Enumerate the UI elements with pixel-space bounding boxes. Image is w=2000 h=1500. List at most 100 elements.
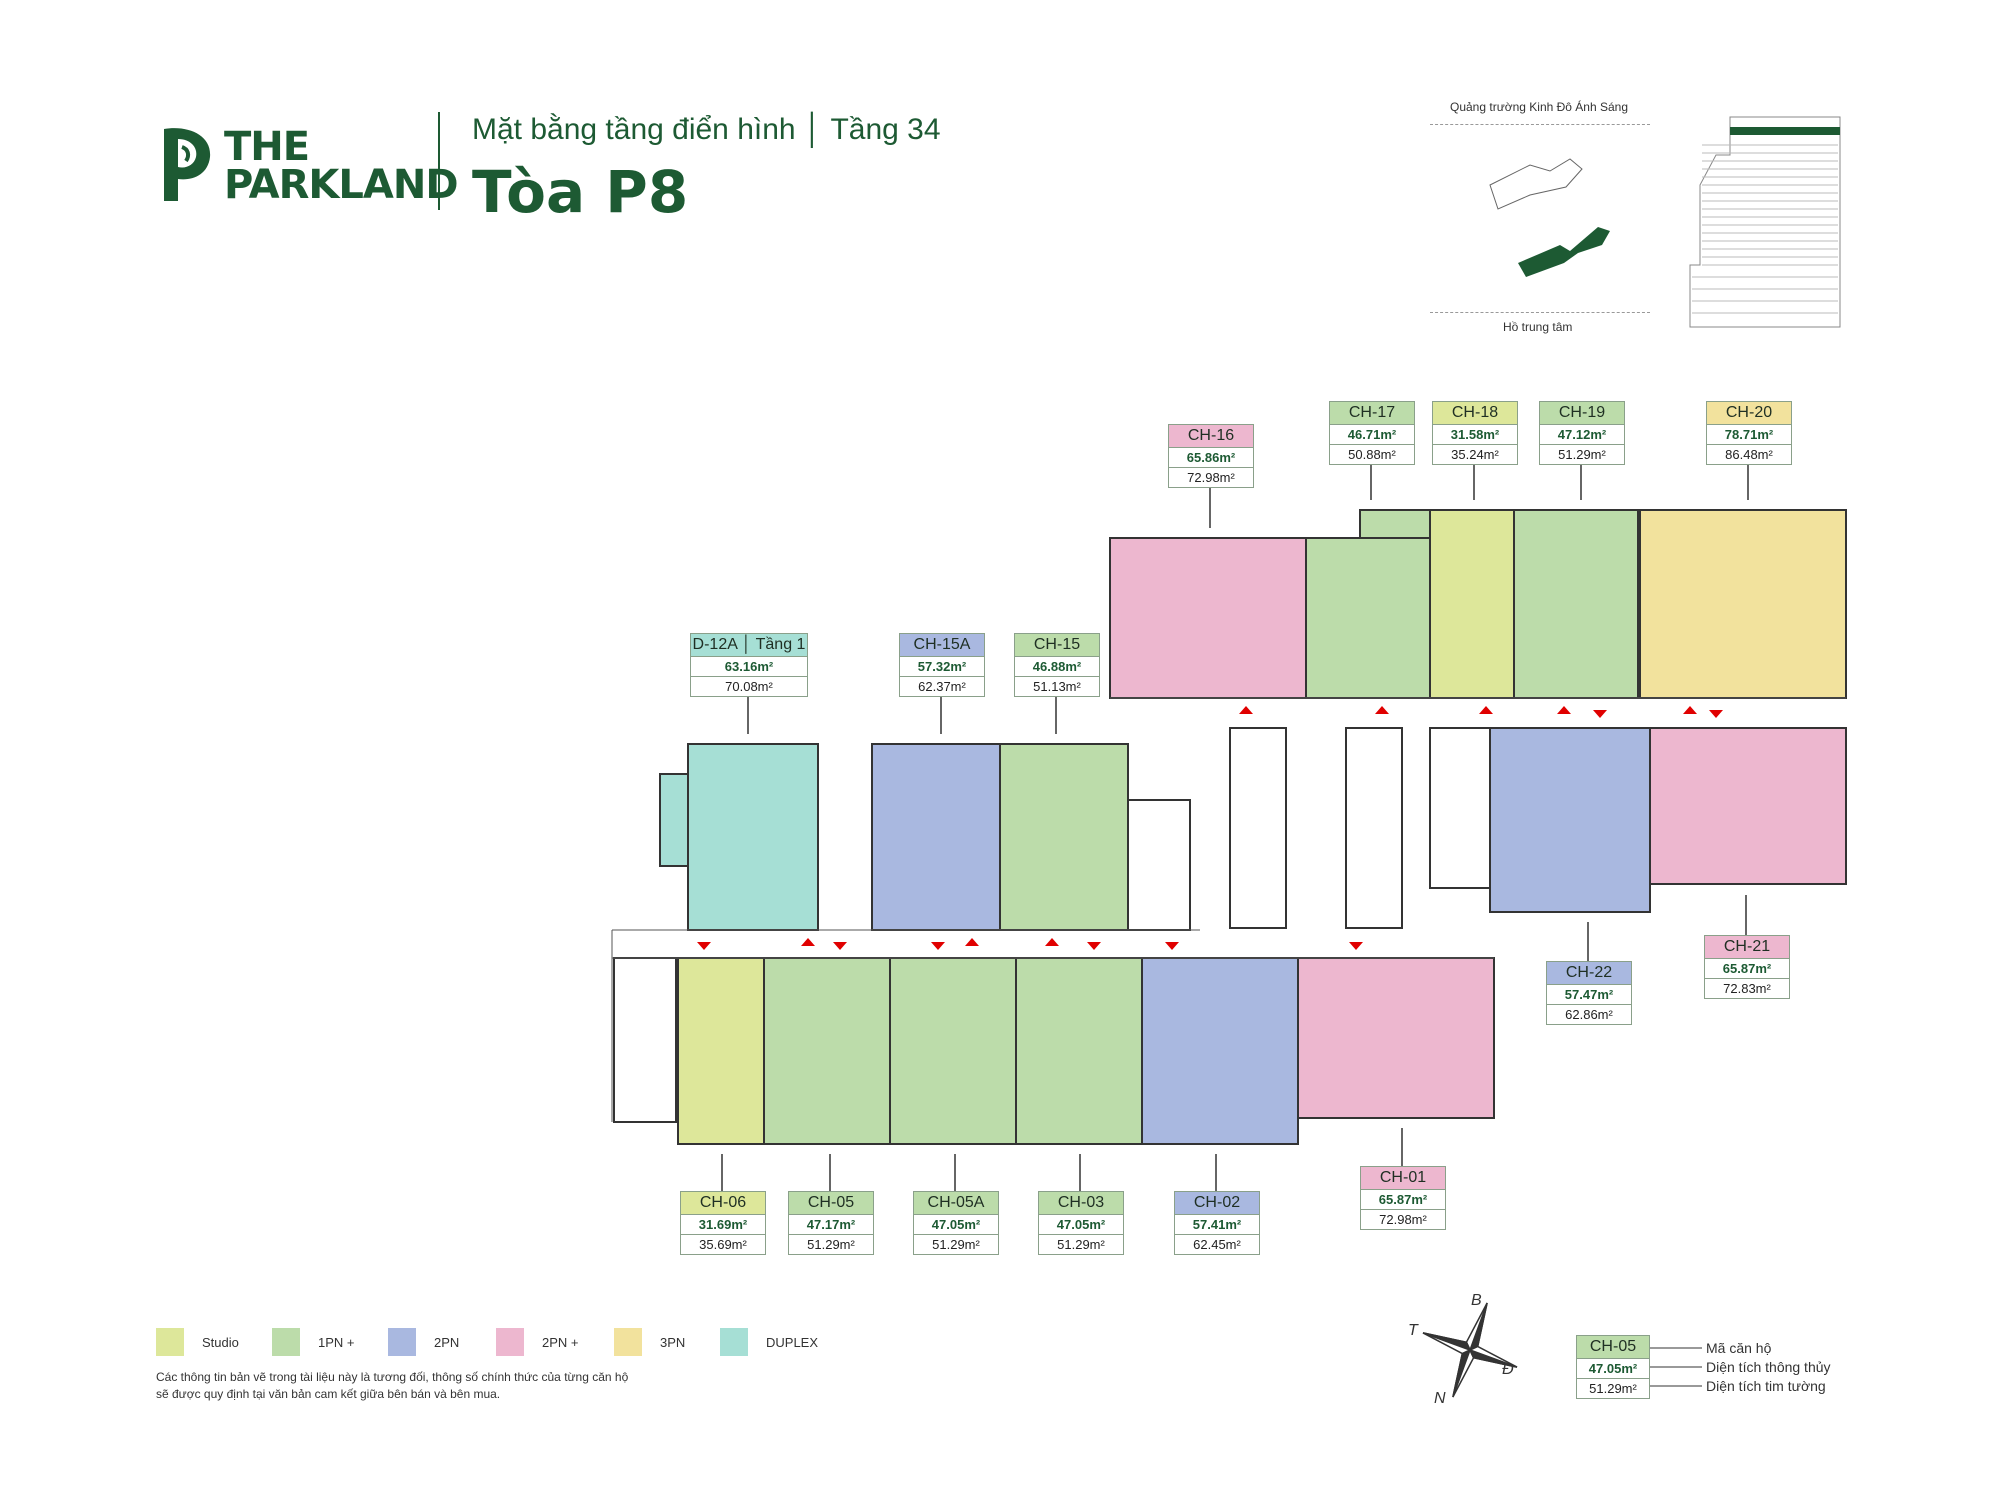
unit-gross-area: 51.29m² — [1057, 1237, 1105, 1252]
key-gross-desc: Diện tích tim tường — [1706, 1378, 1826, 1394]
unit-label-ch-15a: CH-15A 57.32m² 62.37m² — [899, 633, 985, 697]
unit-gross-area: 62.37m² — [918, 679, 966, 694]
key-code: CH-05 — [1577, 1336, 1649, 1359]
site-bottom-line — [1430, 312, 1650, 313]
legend-label-3pn: 3PN — [660, 1335, 686, 1350]
unit-gross-area: 62.45m² — [1193, 1237, 1241, 1252]
compass-icon — [1422, 1302, 1518, 1398]
unit-gross-area: 35.69m² — [699, 1237, 747, 1252]
unit-label-ch-17: CH-17 46.71m² 50.88m² — [1329, 401, 1415, 465]
unit-net-area: 47.17m² — [789, 1215, 873, 1235]
unit-net-area: 65.87m² — [1361, 1190, 1445, 1210]
unit-label-ch-05a: CH-05A 47.05m² 51.29m² — [913, 1191, 999, 1255]
unit-label-ch-01: CH-01 65.87m² 72.98m² — [1360, 1166, 1446, 1230]
unit-gross-area: 51.13m² — [1033, 679, 1081, 694]
key-sample-label: CH-05 47.05m² 51.29m² — [1576, 1335, 1650, 1399]
unit-label-ch-16: CH-16 65.86m² 72.98m² — [1168, 424, 1254, 488]
key-net-desc: Diện tích thông thủy — [1706, 1359, 1831, 1375]
unit-ch-15 — [999, 743, 1129, 931]
unit-ch-21 — [1649, 727, 1847, 885]
unit-net-area: 47.05m² — [914, 1215, 998, 1235]
unit-label-ch-19: CH-19 47.12m² 51.29m² — [1539, 401, 1625, 465]
page-title: Tòa P8 — [472, 158, 689, 226]
unit-net-area: 46.71m² — [1330, 425, 1414, 445]
unit-code: D-12A │ Tầng 1 — [691, 634, 807, 657]
unit-net-area: 57.32m² — [900, 657, 984, 677]
unit-gross-area: 62.86m² — [1565, 1007, 1613, 1022]
unit-net-area: 46.88m² — [1015, 657, 1099, 677]
unit-net-area: 47.12m² — [1540, 425, 1624, 445]
unit-ch-20 — [1639, 509, 1847, 699]
unit-code: CH-21 — [1705, 936, 1789, 959]
unit-net-area: 78.71m² — [1707, 425, 1791, 445]
site-bottom-label: Hồ trung tâm — [1503, 320, 1573, 334]
unit-label-ch-02: CH-02 57.41m² 62.45m² — [1174, 1191, 1260, 1255]
unit-label-ch-05: CH-05 47.17m² 51.29m² — [788, 1191, 874, 1255]
unit-d-12a-terrace — [659, 773, 689, 867]
unit-gross-area: 35.24m² — [1451, 447, 1499, 462]
unit-gross-area: 72.98m² — [1187, 470, 1235, 485]
compass-west: T — [1408, 1322, 1418, 1339]
unit-ch-02 — [1141, 957, 1299, 1145]
disclaimer-line2: sẽ được quy định tại văn bản cam kết giữ… — [156, 1387, 501, 1401]
unit-ch-05 — [763, 957, 891, 1145]
unit-ch-17-balcony — [1359, 509, 1431, 539]
unit-net-area: 65.86m² — [1169, 448, 1253, 468]
disclaimer-line1: Các thông tin bản vẽ trong tài liệu này … — [156, 1370, 629, 1384]
header-divider — [438, 112, 440, 210]
unit-code: CH-15A — [900, 634, 984, 657]
core-stair-bottom — [613, 957, 677, 1123]
unit-label-ch-15: CH-15 46.88m² 51.13m² — [1014, 633, 1100, 697]
unit-ch-06 — [677, 957, 765, 1145]
unit-code: CH-03 — [1039, 1192, 1123, 1215]
key-leaders — [1650, 1347, 1702, 1387]
unit-gross-area: 51.29m² — [1558, 447, 1606, 462]
unit-code: CH-01 — [1361, 1167, 1445, 1190]
compass-north: B — [1471, 1292, 1482, 1309]
unit-code: CH-17 — [1330, 402, 1414, 425]
site-plan-map — [1489, 158, 1610, 277]
unit-code: CH-15 — [1015, 634, 1099, 657]
legend-label-2pn-plus: 2PN + — [542, 1335, 579, 1350]
unit-net-area: 47.05m² — [1039, 1215, 1123, 1235]
unit-label-ch-20: CH-20 78.71m² 86.48m² — [1706, 401, 1792, 465]
core-stair-right — [1429, 727, 1491, 889]
legend-swatch-1pn — [272, 1328, 300, 1356]
unit-gross-area: 86.48m² — [1725, 447, 1773, 462]
unit-label-ch-22: CH-22 57.47m² 62.86m² — [1546, 961, 1632, 1025]
unit-ch-18 — [1429, 509, 1515, 699]
legend-label-1pn: 1PN + — [318, 1335, 355, 1350]
unit-code: CH-05A — [914, 1192, 998, 1215]
unit-net-area: 63.16m² — [691, 657, 807, 677]
unit-gross-area: 51.29m² — [932, 1237, 980, 1252]
header-subtitle: Mặt bằng tầng điển hình │ Tầng 34 — [472, 113, 941, 146]
key-net: 47.05m² — [1577, 1359, 1649, 1379]
unit-code: CH-05 — [789, 1192, 873, 1215]
legend-label-duplex: DUPLEX — [766, 1335, 819, 1350]
unit-label-ch-03: CH-03 47.05m² 51.29m² — [1038, 1191, 1124, 1255]
core-elevator-left — [1229, 727, 1287, 929]
legend-swatch-2pn-plus — [496, 1328, 524, 1356]
core-elevator-right — [1345, 727, 1403, 929]
unit-ch-22 — [1489, 727, 1651, 913]
unit-ch-03 — [1015, 957, 1143, 1145]
key-code-desc: Mã căn hộ — [1706, 1340, 1772, 1356]
legend-label-studio: Studio — [202, 1335, 239, 1350]
unit-net-area: 57.47m² — [1547, 985, 1631, 1005]
unit-label-d-12a: D-12A │ Tầng 1 63.16m² 70.08m² — [690, 633, 808, 697]
unit-ch-05a — [889, 957, 1017, 1145]
unit-code: CH-06 — [681, 1192, 765, 1215]
legend-swatch-2pn — [388, 1328, 416, 1356]
legend-swatch-duplex — [720, 1328, 748, 1356]
unit-code: CH-16 — [1169, 425, 1253, 448]
unit-code: CH-18 — [1433, 402, 1517, 425]
brand-line2: PARKLAND — [224, 162, 459, 208]
parkland-leaf-icon — [164, 128, 211, 201]
unit-code: CH-02 — [1175, 1192, 1259, 1215]
unit-label-ch-06: CH-06 31.69m² 35.69m² — [680, 1191, 766, 1255]
legend-swatch-3pn — [614, 1328, 642, 1356]
compass-south: N — [1434, 1390, 1446, 1407]
unit-code: CH-22 — [1547, 962, 1631, 985]
unit-net-area: 31.58m² — [1433, 425, 1517, 445]
